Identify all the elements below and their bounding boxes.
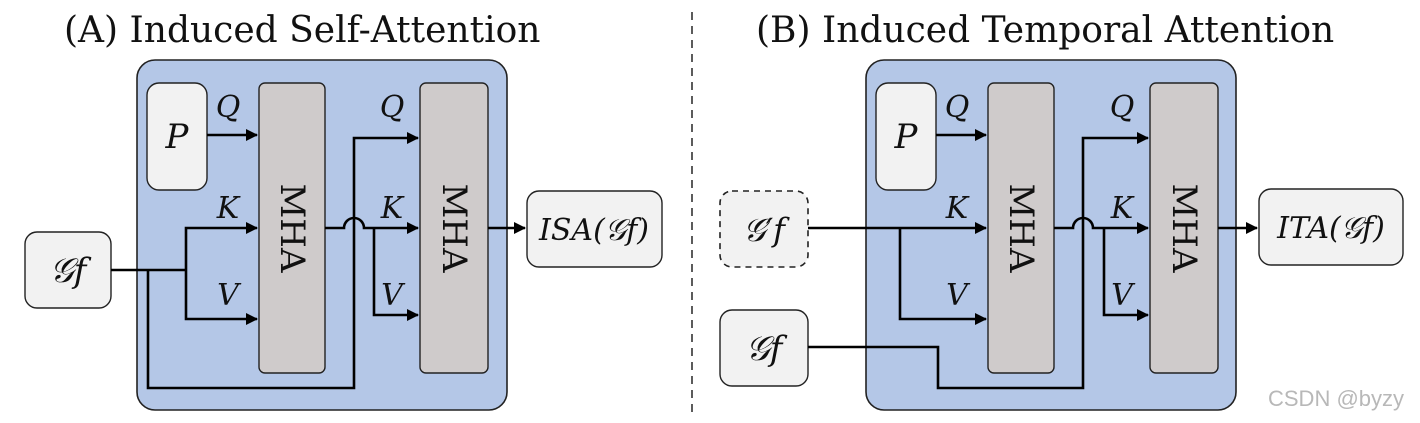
panel-b-mha2-k-label: K bbox=[1110, 191, 1135, 226]
watermark: CSDN @byzy bbox=[1268, 386, 1404, 411]
panel-b-mha1-q-label: Q bbox=[945, 90, 970, 125]
panel-a-input-label: 𝒢f bbox=[50, 251, 92, 291]
panel-a-mha2-k-label: K bbox=[380, 191, 405, 226]
panel-b-mha2-v-label: V bbox=[1111, 278, 1136, 313]
panel-a-mha2-v-label: V bbox=[381, 278, 406, 313]
panel-b-title: (B) Induced Temporal Attention bbox=[756, 10, 1334, 51]
panel-a-mha1-label: MHA bbox=[272, 183, 312, 272]
panel-a-p-box bbox=[146, 82, 208, 191]
panel-b-output-label: ITA(𝒢f) bbox=[1276, 211, 1385, 246]
panel-a-p-label: P bbox=[165, 117, 190, 157]
panel-b-p-label: P bbox=[894, 117, 919, 157]
panel-b-mha2-q-label: Q bbox=[1110, 90, 1135, 125]
panel-b-input2-label: 𝒢f bbox=[746, 329, 788, 369]
panel-a-mha1-k-label: K bbox=[216, 191, 241, 226]
panel-a-mha1-v-label: V bbox=[217, 278, 242, 313]
panel-b-wires bbox=[808, 129, 1258, 390]
panel-a-wires bbox=[111, 129, 526, 390]
panel-a-output-label: ISA(𝒢f) bbox=[538, 213, 649, 248]
panel-b-mha1-k-label: K bbox=[945, 191, 970, 226]
panel-a-mha2-q-label: Q bbox=[380, 90, 405, 125]
panel-b-input1-box bbox=[719, 190, 809, 268]
panel-b-mha1-label: MHA bbox=[1001, 183, 1041, 272]
panel-a-mha2-label: MHA bbox=[434, 183, 474, 272]
panel-b-input1-label: 𝒢′f bbox=[743, 211, 790, 249]
panel-a-title: (A) Induced Self-Attention bbox=[64, 10, 540, 51]
panel-b-mha1-v-label: V bbox=[946, 278, 971, 313]
panel-b-p-box bbox=[875, 82, 937, 191]
panel-a-output-box bbox=[526, 190, 663, 268]
panel-b-mha2-label: MHA bbox=[1164, 183, 1204, 272]
panel-b-output-box bbox=[1258, 188, 1404, 266]
panel-a-mha1-q-label: Q bbox=[216, 90, 241, 125]
